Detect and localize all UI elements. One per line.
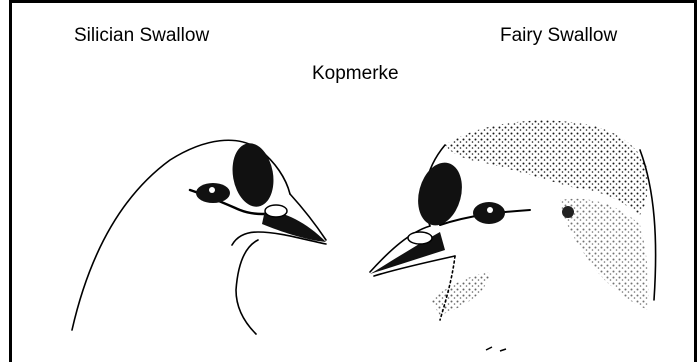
fairy-ear-spot — [562, 206, 574, 218]
fairy-nape-stipple — [560, 199, 649, 310]
silician-swallow-head — [72, 140, 326, 334]
fairy-throat-stipple — [430, 272, 490, 315]
bottom-stray-mark — [486, 347, 506, 351]
fairy-crown-stipple — [445, 121, 649, 215]
silician-cap-patch — [228, 140, 279, 210]
silician-eye — [196, 183, 230, 203]
fairy-eye — [473, 202, 505, 224]
